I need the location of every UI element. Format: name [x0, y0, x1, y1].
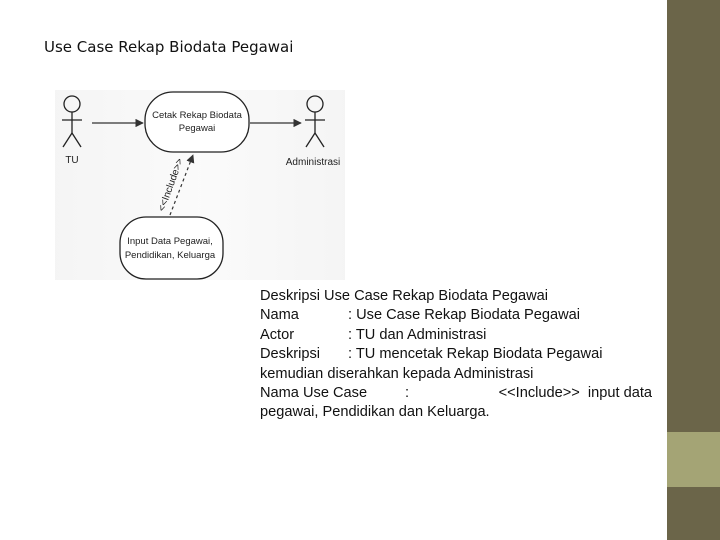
description-label-usecase: Nama Use Case: [260, 385, 368, 402]
description-value-nama: : Use Case Rekap Biodata Pegawai: [348, 307, 581, 324]
use-case-input-line-2: Pendidikan, Keluarga: [125, 250, 216, 261]
actor-tu-label: TU: [65, 155, 78, 166]
use-case-cetak-line-1: Cetak Rekap Biodata: [152, 110, 242, 121]
description-label-deskripsi: Deskripsi: [260, 346, 321, 363]
description-label-nama: Nama: [260, 307, 299, 324]
use-case-input-line-1: Input Data Pegawai,: [127, 236, 213, 247]
actor-administrasi-label: Administrasi: [286, 157, 340, 168]
description-row-usecase: Nama Use Case : <<Include>> input data: [260, 384, 652, 403]
include-dependency: [169, 154, 195, 216]
description-row-actor: Actor : TU dan Administrasi: [260, 326, 652, 345]
use-case-diagram: TU Administrasi Cetak Rekap Biodata Pega…: [55, 90, 345, 280]
description-value-usecase: <<Include>> input data: [498, 385, 652, 402]
description-value-usecase-cont: pegawai, Pendidikan dan Keluarga.: [260, 404, 490, 421]
description-block: Deskripsi Use Case Rekap Biodata Pegawai…: [260, 287, 652, 423]
actor-administrasi-figure: [305, 95, 325, 148]
use-case-cetak-line-2: Pegawai: [179, 123, 215, 134]
description-value-actor: : TU dan Administrasi: [348, 326, 487, 343]
description-heading: Deskripsi Use Case Rekap Biodata Pegawai: [260, 288, 548, 304]
description-row-nama: Nama : Use Case Rekap Biodata Pegawai: [260, 306, 652, 325]
description-continuation: kemudian diserahkan kepada Administrasi: [260, 365, 534, 382]
description-colon-usecase: :: [405, 385, 410, 402]
sidebar-accent-band: [667, 432, 720, 487]
description-value-deskripsi: : TU mencetak Rekap Biodata Pegawai: [348, 346, 603, 363]
use-case-cetak: [144, 91, 250, 153]
description-label-actor: Actor: [260, 326, 295, 343]
use-case-input: [119, 216, 224, 280]
description-row-deskripsi: Deskripsi : TU mencetak Rekap Biodata Peg…: [260, 345, 652, 364]
slide-title: Use Case Rekap Biodata Pegawai: [44, 38, 294, 56]
actor-tu-figure: [62, 95, 82, 148]
